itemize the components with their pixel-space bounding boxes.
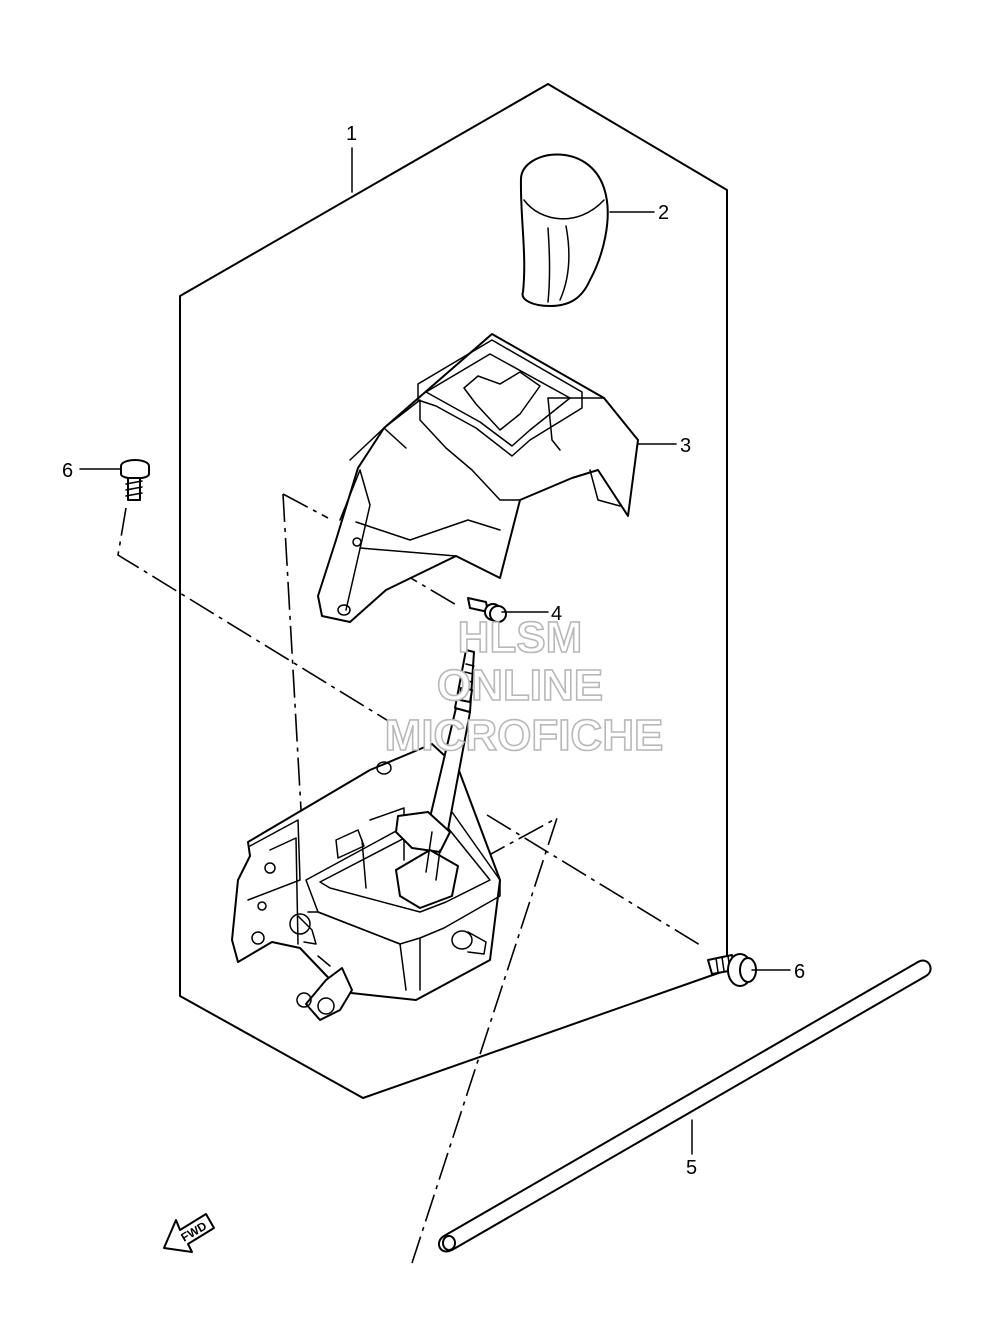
watermark-line-2: ONLINE [437, 661, 603, 710]
callout-1: 1 [346, 123, 357, 145]
rod [437, 959, 932, 1253]
shift-knob [519, 153, 609, 307]
callout-3: 3 [680, 435, 691, 457]
callout-6-left: 6 [62, 460, 73, 482]
watermark-line-1: HLSM [458, 613, 583, 662]
small-screw [467, 597, 507, 623]
bolt-right [707, 953, 757, 987]
watermark-line-3: MICROFICHE [385, 711, 664, 760]
bolt-left [120, 459, 150, 501]
callout-4: 4 [551, 603, 562, 625]
shifter-base [231, 743, 501, 1021]
fwd-arrow-icon: FWD [163, 1213, 215, 1253]
callout-5: 5 [686, 1157, 697, 1179]
callouts: 1 2 3 4 5 6 6 [62, 123, 805, 1179]
shift-lever [395, 649, 475, 909]
callout-2: 2 [658, 202, 669, 224]
shift-cover [317, 333, 639, 623]
leader-lines [79, 147, 791, 1155]
callout-6-right: 6 [794, 961, 805, 983]
watermark: HLSM ONLINE MICROFICHE [384, 612, 664, 761]
